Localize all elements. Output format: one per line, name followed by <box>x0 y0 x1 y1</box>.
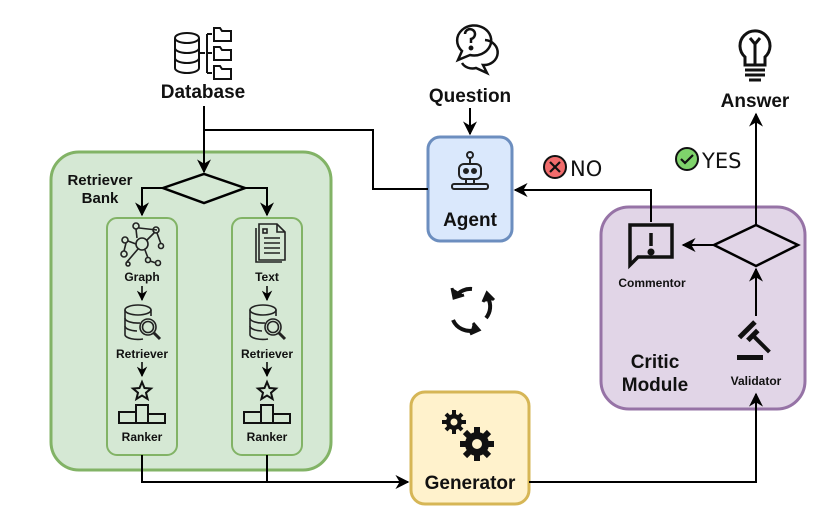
robot-icon <box>451 151 489 190</box>
edge-router-to-graph <box>135 187 163 217</box>
text-retriever-label: Retriever <box>241 347 293 361</box>
agent-label: Agent <box>443 210 498 231</box>
edge-rankers-to-generator <box>141 455 267 483</box>
retriever-bank-title-line2: Bank <box>82 190 119 207</box>
ranker-podium-icon <box>243 379 291 424</box>
graph-column-box <box>106 217 178 456</box>
no-badge-icon <box>543 155 567 179</box>
commentor-alert-icon <box>628 223 674 270</box>
lightbulb-icon <box>738 29 772 82</box>
question-label: Question <box>429 86 511 107</box>
question-bubble-icon <box>455 24 499 76</box>
answer-label: Answer <box>721 91 790 112</box>
graph-network-icon <box>120 222 165 267</box>
database-search-icon <box>249 304 287 341</box>
document-icon <box>255 223 286 263</box>
retriever-bank-title-line1: Retriever <box>67 172 132 189</box>
yes-edge-label: YES <box>701 149 741 173</box>
text-ranker-label: Ranker <box>247 430 288 444</box>
commentor-label: Commentor <box>618 276 686 290</box>
gears-icon <box>442 410 494 461</box>
edge-commentor-to-agent <box>513 183 652 222</box>
database-folders-icon <box>174 27 232 80</box>
database-search-icon <box>124 304 162 341</box>
critic-module-title-line1: Critic <box>631 352 680 373</box>
graph-retriever-label: Retriever <box>116 347 168 361</box>
graph-ranker-label: Ranker <box>122 430 163 444</box>
text-source-label: Text <box>255 270 279 284</box>
cycle-refresh-icon <box>450 286 496 336</box>
no-edge-label: NO <box>570 157 602 181</box>
yes-badge-icon <box>675 147 699 171</box>
edge-generator-to-validator <box>529 392 763 483</box>
critic-decision-diamond <box>711 223 801 268</box>
database-label: Database <box>161 82 246 103</box>
edge-router-to-text <box>245 187 274 217</box>
ranker-podium-icon <box>118 379 166 424</box>
generator-label: Generator <box>425 473 516 494</box>
graph-source-label: Graph <box>124 270 159 284</box>
edge-text-ranker-to-generator <box>266 455 410 489</box>
critic-module-title-line2: Module <box>622 375 689 396</box>
validator-label: Validator <box>731 374 782 388</box>
gavel-icon <box>737 320 771 360</box>
edge-agent-to-database <box>204 129 428 190</box>
